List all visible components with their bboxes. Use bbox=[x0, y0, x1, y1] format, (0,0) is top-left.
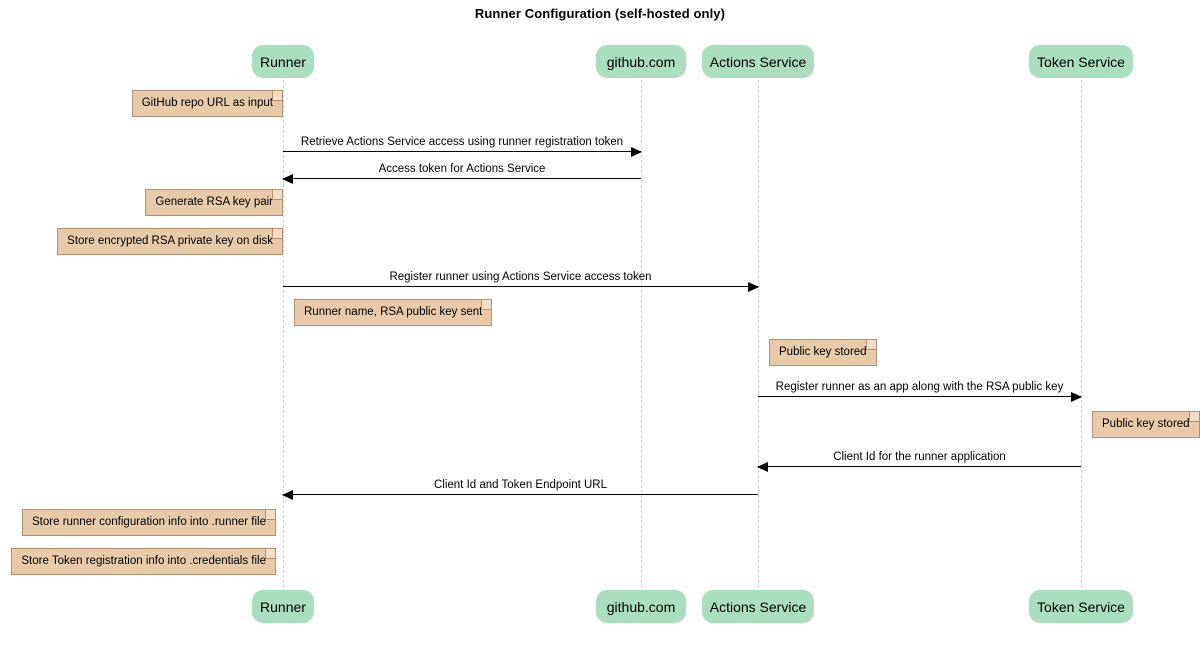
participant-actions-top[interactable]: Actions Service bbox=[702, 45, 814, 78]
message-arrow: Client Id and Token Endpoint URL bbox=[282, 479, 758, 500]
note-fold-icon bbox=[1188, 412, 1199, 422]
note-fold-icon bbox=[481, 300, 492, 310]
participant-github-bottom[interactable]: github.com bbox=[596, 590, 686, 623]
message-arrow: Retrieve Actions Service access using ru… bbox=[283, 136, 642, 157]
message-arrow: Register runner as an app along with the… bbox=[758, 381, 1082, 402]
note: Public key stored bbox=[769, 339, 877, 366]
note-fold-icon bbox=[272, 190, 282, 200]
participant-actions-bottom[interactable]: Actions Service bbox=[702, 590, 814, 623]
note-text: Store runner configuration info into .ru… bbox=[32, 516, 266, 528]
participant-token-top[interactable]: Token Service bbox=[1029, 45, 1133, 78]
message-label: Client Id and Token Endpoint URL bbox=[433, 479, 608, 491]
note-text: Runner name, RSA public key sent bbox=[304, 306, 483, 318]
participant-token-bottom[interactable]: Token Service bbox=[1029, 590, 1133, 623]
arrowhead-left-icon bbox=[282, 490, 293, 500]
lifeline-token bbox=[1081, 80, 1082, 588]
note-fold-icon bbox=[265, 549, 275, 559]
page-title: Runner Configuration (self-hosted only) bbox=[474, 6, 726, 21]
note: Generate RSA key pair bbox=[145, 189, 283, 216]
message-arrow: Access token for Actions Service bbox=[282, 163, 641, 184]
note-text: Generate RSA key pair bbox=[155, 196, 273, 208]
participant-runner-bottom[interactable]: Runner bbox=[252, 590, 314, 623]
note: Store runner configuration info into .ru… bbox=[22, 509, 276, 536]
note: Store Token registration info into .cred… bbox=[11, 548, 276, 575]
message-label: Retrieve Actions Service access using ru… bbox=[300, 136, 624, 148]
arrowhead-right-icon bbox=[631, 147, 642, 157]
note-text: Public key stored bbox=[779, 346, 867, 358]
message-label: Access token for Actions Service bbox=[378, 163, 546, 175]
note-fold-icon bbox=[272, 229, 282, 239]
lifeline-runner bbox=[283, 80, 284, 588]
message-label: Client Id for the runner application bbox=[833, 451, 1006, 463]
note: Runner name, RSA public key sent bbox=[294, 299, 493, 326]
participant-github-top[interactable]: github.com bbox=[596, 45, 686, 78]
participant-runner-top[interactable]: Runner bbox=[252, 45, 314, 78]
note-fold-icon bbox=[272, 91, 282, 101]
note: Store encrypted RSA private key on disk bbox=[57, 228, 283, 255]
message-arrow: Client Id for the runner application bbox=[757, 451, 1081, 472]
note-text: Public key stored bbox=[1102, 418, 1190, 430]
message-label: Register runner as an app along with the… bbox=[775, 381, 1064, 393]
arrowhead-left-icon bbox=[757, 462, 768, 472]
note-fold-icon bbox=[265, 510, 275, 520]
message-label: Register runner using Actions Service ac… bbox=[389, 271, 652, 283]
message-arrow: Register runner using Actions Service ac… bbox=[283, 271, 759, 292]
note-text: Store encrypted RSA private key on disk bbox=[67, 235, 273, 247]
arrowhead-right-icon bbox=[1071, 392, 1082, 402]
note: Public key stored bbox=[1092, 411, 1200, 438]
lifeline-actions bbox=[758, 80, 759, 588]
arrowhead-left-icon bbox=[282, 174, 293, 184]
note-text: Store Token registration info into .cred… bbox=[21, 555, 266, 567]
note-text: GitHub repo URL as input bbox=[141, 97, 273, 109]
note-fold-icon bbox=[865, 340, 876, 350]
note: GitHub repo URL as input bbox=[131, 90, 283, 117]
lifeline-github bbox=[641, 80, 642, 588]
arrowhead-right-icon bbox=[748, 282, 759, 292]
